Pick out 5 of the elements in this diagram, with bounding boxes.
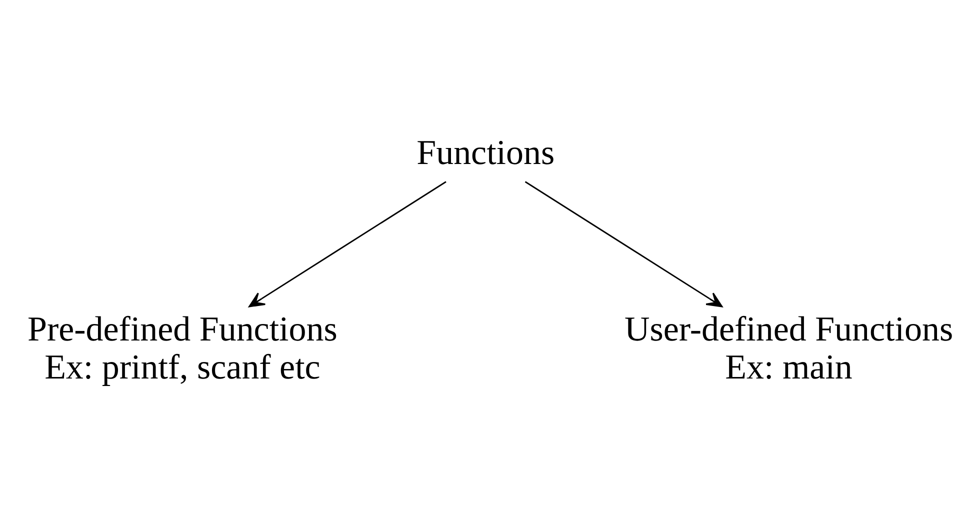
node-text: Pre-defined Functions Ex: printf, scanf etc <box>27 309 337 386</box>
node-text: Functions <box>416 132 554 172</box>
node-text: User-defined Functions Ex: main <box>624 309 953 386</box>
arrow <box>524 180 722 307</box>
arrow <box>248 180 446 307</box>
